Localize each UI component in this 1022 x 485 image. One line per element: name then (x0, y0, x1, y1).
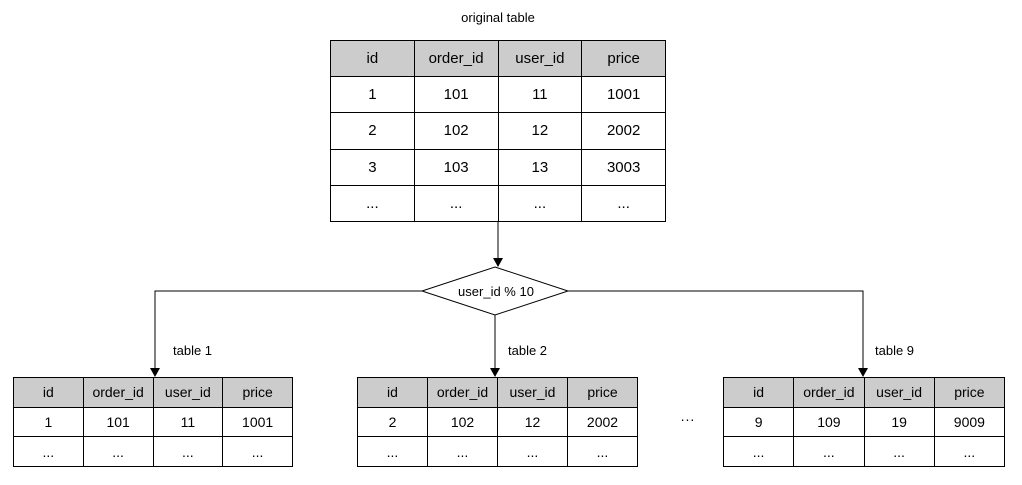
table-cell: ... (13, 436, 84, 467)
table-cell: 1001 (581, 76, 666, 114)
table-cell: 12 (497, 406, 568, 438)
table-header-row: id order_id user_id price (13, 377, 293, 408)
column-header: order_id (793, 377, 865, 408)
shard-table-1: id order_id user_id price 1 101 11 1001 … (13, 377, 293, 467)
table-cell: 2 (330, 112, 415, 150)
table-row: 2 102 12 2002 (330, 112, 666, 150)
table-cell: ... (330, 184, 415, 223)
column-header: user_id (497, 39, 583, 78)
table-cell: ... (863, 436, 935, 467)
column-header: order_id (427, 377, 498, 408)
table-cell: 1001 (222, 406, 293, 438)
table-row: ... ... ... ... (722, 436, 1006, 467)
column-header: order_id (82, 377, 154, 408)
connector-decision-to-table1 (154, 290, 422, 368)
column-header: user_id (863, 377, 935, 408)
table-row: 1 101 11 1001 (13, 406, 293, 438)
table-header-row: id order_id user_id price (330, 39, 666, 78)
column-header: price (933, 377, 1006, 408)
column-header: order_id (413, 39, 499, 78)
table-row: 9 109 19 9009 (722, 406, 1006, 438)
table-cell: 101 (413, 76, 499, 114)
table-cell: ... (427, 436, 498, 467)
table-cell: 13 (497, 148, 583, 186)
column-header: user_id (497, 377, 568, 408)
table-cell: ... (567, 436, 638, 467)
column-header: price (581, 39, 666, 78)
table-cell: ... (933, 436, 1006, 467)
table-cell: ... (793, 436, 865, 467)
table-cell: 103 (413, 148, 499, 186)
table-cell: 12 (497, 112, 583, 150)
table-cell: 3003 (581, 148, 666, 186)
arrowhead-into-table2 (490, 368, 500, 377)
arrowhead-into-table9 (858, 368, 868, 377)
table-row: 2 102 12 2002 (357, 406, 638, 438)
table-cell: ... (82, 436, 154, 467)
table-cell: ... (497, 184, 583, 223)
table-cell: ... (581, 184, 666, 223)
table-cell: 3 (330, 148, 415, 186)
table-cell: 1 (13, 406, 84, 438)
shard-table-9: id order_id user_id price 9 109 19 9009 … (722, 377, 1006, 467)
table-cell: 102 (427, 406, 498, 438)
table-cell: ... (722, 436, 795, 467)
table-row: 1 101 11 1001 (330, 76, 666, 114)
column-header: id (13, 377, 84, 408)
table2-title: table 2 (508, 343, 548, 358)
table-cell: 2002 (567, 406, 638, 438)
table-cell: 9009 (933, 406, 1006, 438)
table-cell: 1 (330, 76, 415, 114)
table-cell: 102 (413, 112, 499, 150)
table-cell: ... (413, 184, 499, 223)
column-header: id (330, 39, 415, 78)
table-cell: 11 (497, 76, 583, 114)
column-header: id (357, 377, 428, 408)
table-row: ... ... ... ... (13, 436, 293, 467)
column-header: id (722, 377, 795, 408)
column-header: user_id (152, 377, 224, 408)
column-header: price (222, 377, 293, 408)
table-cell: 2 (357, 406, 428, 438)
decision-label: user_id % 10 (458, 283, 534, 299)
table-cell: 109 (793, 406, 865, 438)
connector-decision-to-table9 (568, 290, 864, 368)
arrowhead-into-decision (493, 258, 503, 267)
table-cell: ... (222, 436, 293, 467)
table-cell: ... (497, 436, 568, 467)
original-table: id order_id user_id price 1 101 11 1001 … (330, 39, 666, 223)
table-header-row: id order_id user_id price (357, 377, 638, 408)
table-cell: 11 (152, 406, 224, 438)
table-row: ... ... ... ... (357, 436, 638, 467)
shards-ellipsis: ... (680, 408, 696, 424)
table-cell: 19 (863, 406, 935, 438)
table9-title: table 9 (875, 343, 915, 358)
table-cell: 9 (722, 406, 795, 438)
table1-title: table 1 (173, 343, 213, 358)
table-cell: ... (152, 436, 224, 467)
table-header-row: id order_id user_id price (722, 377, 1006, 408)
table-cell: 101 (82, 406, 154, 438)
table-cell: ... (357, 436, 428, 467)
table-cell: 2002 (581, 112, 666, 150)
table-row: 3 103 13 3003 (330, 148, 666, 186)
shard-table-2: id order_id user_id price 2 102 12 2002 … (357, 377, 638, 467)
original-table-title: original table (461, 10, 535, 25)
column-header: price (567, 377, 638, 408)
table-row: ... ... ... ... (330, 184, 666, 223)
arrowhead-into-table1 (150, 368, 160, 377)
